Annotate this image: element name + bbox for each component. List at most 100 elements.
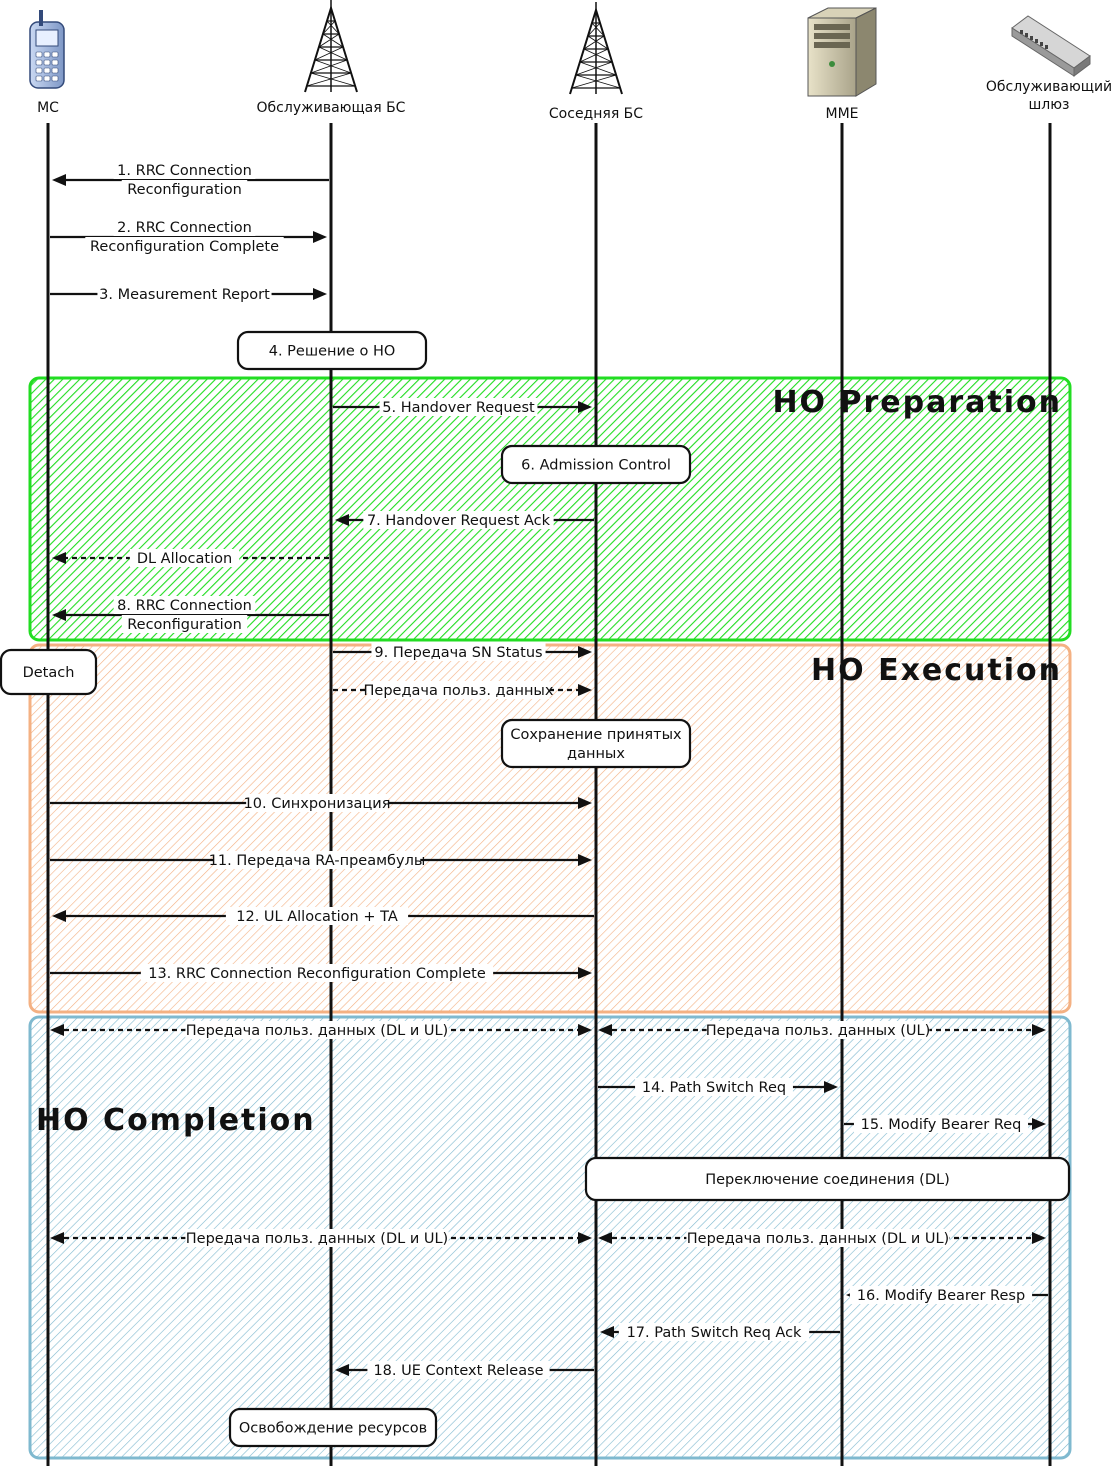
phase-completion-title: HO Completion bbox=[36, 1103, 316, 1138]
message-label-bg bbox=[635, 1078, 793, 1096]
message-label: 10. Синхронизация bbox=[244, 796, 391, 812]
arrowhead bbox=[578, 1024, 592, 1036]
message-label: 12. UL Allocation + TA bbox=[236, 909, 398, 925]
arrowhead bbox=[598, 1232, 612, 1244]
message-label: 3. Measurement Report bbox=[99, 287, 270, 303]
message-label-bg bbox=[367, 681, 550, 699]
process-box bbox=[500, 444, 692, 485]
entity-label: MME bbox=[825, 106, 858, 122]
message-12: 12. UL Allocation + TA bbox=[52, 907, 594, 925]
process-box bbox=[228, 1407, 438, 1448]
message-label-bg bbox=[129, 549, 240, 567]
arrowhead bbox=[313, 288, 327, 300]
message-label: 9. Передача SN Status bbox=[374, 645, 542, 661]
arrowhead bbox=[50, 1024, 64, 1036]
message-17: 15. Modify Bearer Req bbox=[844, 1115, 1046, 1133]
antenna-tower-icon bbox=[569, 2, 623, 95]
message-20: 16. Modify Bearer Resp bbox=[846, 1286, 1048, 1304]
message-label-bg bbox=[706, 1021, 930, 1039]
message-label: 17. Path Switch Req Ack bbox=[627, 1325, 802, 1341]
antenna-tower-icon bbox=[304, 0, 358, 93]
message-label: Передача польз. данных (DL и UL) bbox=[687, 1231, 949, 1247]
message-label-bg bbox=[849, 1286, 1033, 1304]
message-label-bg bbox=[379, 398, 538, 416]
message-label: Reconfiguration bbox=[127, 617, 242, 633]
message-label-bg bbox=[113, 161, 256, 179]
arrowhead bbox=[313, 231, 327, 243]
entity-label: Обслуживающая БС bbox=[257, 100, 406, 116]
entity-label: шлюз bbox=[1029, 97, 1070, 113]
entity-neighbor-bs: Соседняя БС bbox=[549, 2, 643, 122]
message-14: Передача польз. данных (DL и UL) bbox=[50, 1021, 592, 1039]
message-label: DL Allocation bbox=[137, 551, 232, 567]
message-label: Передача польз. данных (DL и UL) bbox=[186, 1023, 448, 1039]
message-label: 8. RRC Connection bbox=[117, 598, 252, 614]
process-box bbox=[236, 330, 428, 371]
process-label: 6. Admission Control bbox=[521, 458, 671, 474]
message-label: Передача польз. данных bbox=[364, 683, 554, 699]
message-label: 1. RRC Connection bbox=[117, 163, 252, 179]
message-label-bg bbox=[185, 1229, 449, 1247]
message-9: Передача польз. данных bbox=[333, 681, 592, 699]
arrowhead bbox=[578, 797, 592, 809]
arrowhead bbox=[335, 1364, 349, 1376]
message-label: 7. Handover Request Ack bbox=[367, 513, 551, 529]
message-label-bg bbox=[121, 180, 248, 198]
message-18: Передача польз. данных (DL и UL) bbox=[50, 1229, 592, 1247]
message-15: Передача польз. данных (UL) bbox=[598, 1021, 1046, 1039]
arrowhead bbox=[578, 1232, 592, 1244]
arrowhead bbox=[600, 1326, 614, 1338]
arrowhead bbox=[335, 514, 349, 526]
message-label-bg bbox=[113, 596, 256, 614]
message-label: 11. Передача RA-преамбулы bbox=[209, 853, 426, 869]
process-label: Сохранение принятых bbox=[510, 727, 682, 743]
phase-preparation-title: HO Preparation bbox=[772, 385, 1062, 420]
arrowhead bbox=[578, 401, 592, 413]
message-label-bg bbox=[121, 615, 248, 633]
message-label-bg bbox=[225, 907, 409, 925]
message-4: 5. Handover Request bbox=[333, 398, 592, 416]
process-admission-control: 6. Admission Control bbox=[500, 444, 692, 485]
process-ho-decision: 4. Решение о HO bbox=[236, 330, 428, 371]
entity-ms: МС bbox=[29, 10, 65, 116]
message-label: 13. RRC Connection Reconfiguration Compl… bbox=[148, 966, 486, 982]
message-label-bg bbox=[185, 1021, 449, 1039]
message-11: 11. Передача RA-преамбулы bbox=[50, 851, 592, 869]
phase-execution-frame bbox=[28, 643, 1072, 1014]
phase-preparation: HO Preparation bbox=[28, 376, 1072, 642]
message-label: 5. Handover Request bbox=[382, 400, 535, 416]
message-21: 17. Path Switch Req Ack bbox=[600, 1323, 840, 1341]
message-22: 18. UE Context Release bbox=[335, 1361, 594, 1379]
message-label-bg bbox=[97, 285, 272, 303]
server-icon bbox=[807, 7, 877, 97]
process-release-resources: Освобождение ресурсов bbox=[228, 1407, 438, 1448]
process-box bbox=[500, 718, 692, 769]
process-path-switch-dl: Переключение соединения (DL) bbox=[584, 1156, 1071, 1202]
message-5: 7. Handover Request Ack bbox=[335, 511, 594, 529]
process-detach: Detach bbox=[0, 648, 98, 696]
message-16: 14. Path Switch Req bbox=[598, 1078, 838, 1096]
phase-execution: HO Execution bbox=[28, 643, 1072, 1014]
message-label-bg bbox=[246, 794, 388, 812]
message-label-bg bbox=[363, 511, 554, 529]
arrowhead bbox=[52, 552, 66, 564]
message-label: Reconfiguration bbox=[127, 182, 242, 198]
arrowhead bbox=[598, 1024, 612, 1036]
message-label: Передача польз. данных (DL и UL) bbox=[186, 1231, 448, 1247]
message-label: 16. Modify Bearer Resp bbox=[857, 1288, 1025, 1304]
message-label: 15. Modify Bearer Req bbox=[861, 1117, 1022, 1133]
entity-label: МС bbox=[37, 100, 59, 116]
message-13: 13. RRC Connection Reconfiguration Compl… bbox=[50, 964, 592, 982]
process-label: данных bbox=[567, 746, 625, 762]
message-label-bg bbox=[85, 237, 284, 255]
process-label: 4. Решение о HO bbox=[269, 344, 396, 360]
message-label: Передача польз. данных (UL) bbox=[706, 1023, 931, 1039]
arrowhead bbox=[50, 1232, 64, 1244]
message-10: 10. Синхронизация bbox=[50, 794, 592, 812]
message-label-bg bbox=[371, 643, 546, 661]
message-label-bg bbox=[853, 1115, 1029, 1133]
